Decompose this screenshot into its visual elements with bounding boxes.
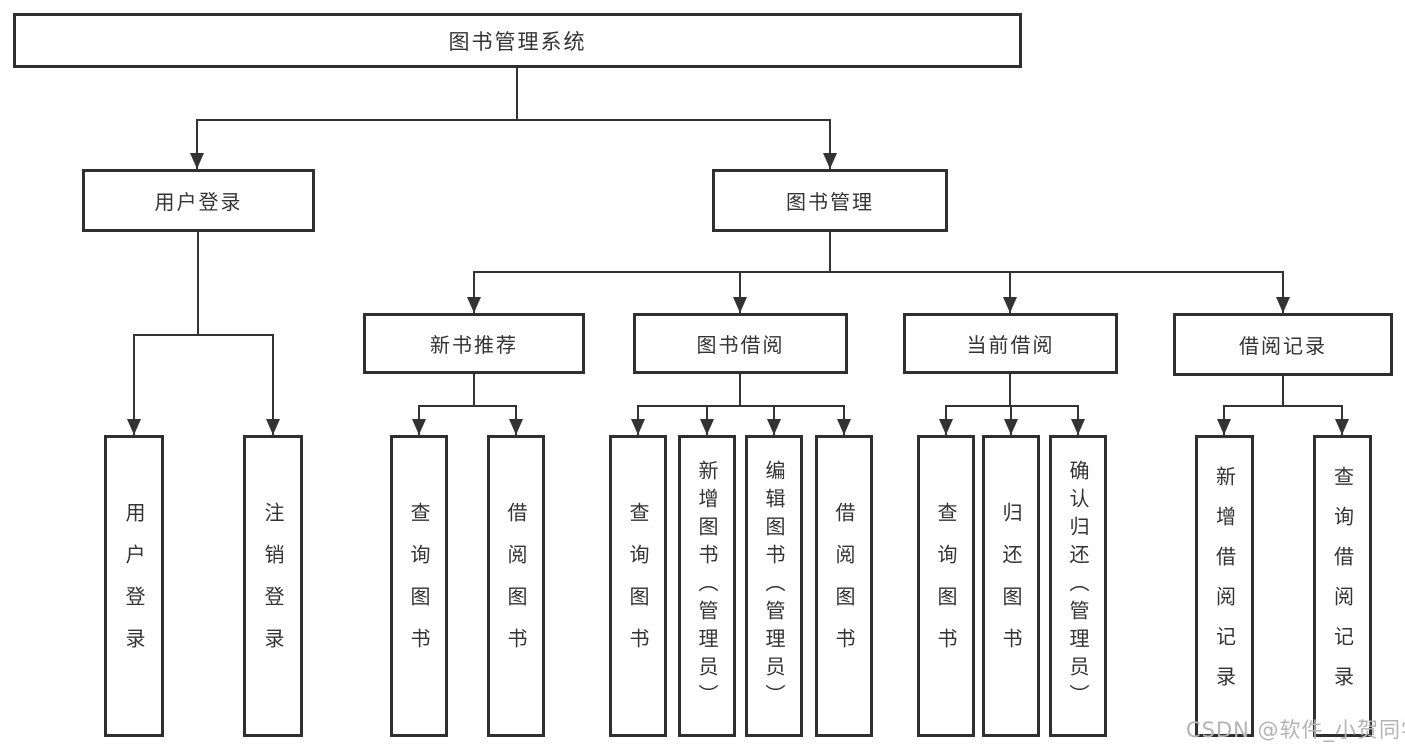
leaf-edit-book-admin-label: 编辑图书（管理员）: [762, 460, 786, 712]
leaf-return-book-label: 归还图书: [999, 502, 1023, 670]
leaf-query-books-current-label: 查询图书: [934, 502, 958, 670]
connector-line: [418, 405, 516, 407]
leaf-add-book-admin-label: 新增图书（管理员）: [695, 460, 719, 712]
connector-line: [133, 334, 273, 336]
leaf-confirm-return-admin-label: 确认归还（管理员）: [1066, 460, 1090, 712]
leaf-query-books-recommend: 查询图书: [390, 435, 448, 737]
leaf-edit-book-admin: 编辑图书（管理员）: [745, 435, 803, 737]
arrow-down-icon: [1335, 419, 1349, 435]
root-node-label: 图书管理系统: [448, 29, 587, 54]
leaf-borrow-books-label: 借阅图书: [832, 502, 856, 670]
connector-line: [1282, 271, 1284, 313]
arrow-down-icon: [1003, 297, 1017, 313]
connector-line: [829, 119, 831, 169]
connector-line: [473, 271, 475, 313]
leaf-user-login: 用户登录: [104, 435, 164, 737]
leaf-add-borrow-record: 新增借阅记录: [1195, 435, 1254, 737]
node-new-book-recommend: 新书推荐: [363, 313, 585, 374]
arrow-down-icon: [1071, 419, 1085, 435]
arrow-down-icon: [631, 419, 645, 435]
arrow-down-icon: [823, 153, 837, 169]
node-book-management: 图书管理: [712, 169, 948, 232]
node-book-management-label: 图书管理: [786, 190, 874, 214]
leaf-borrow-books-recommend-label: 借阅图书: [504, 502, 528, 670]
node-new-book-recommend-label: 新书推荐: [430, 333, 518, 357]
leaf-query-borrow-record: 查询借阅记录: [1313, 435, 1372, 737]
csdn-watermark: CSDN @软件_小贺同学: [1186, 718, 1405, 742]
arrow-down-icon: [509, 419, 523, 435]
node-user-login-label: 用户登录: [154, 190, 243, 214]
arrow-down-icon: [939, 419, 953, 435]
arrow-down-icon: [266, 419, 280, 435]
connector-line: [196, 119, 198, 169]
connector-line: [1009, 271, 1011, 313]
root-node: 图书管理系统: [13, 13, 1022, 68]
connector-line: [197, 232, 199, 335]
leaf-return-book: 归还图书: [982, 435, 1040, 737]
arrow-down-icon: [190, 153, 204, 169]
connector-line: [945, 405, 1079, 407]
leaf-query-borrow-record-label: 查询借阅记录: [1330, 466, 1355, 706]
leaf-query-books-borrow-label: 查询图书: [626, 502, 650, 670]
connector-line: [1009, 374, 1011, 406]
arrow-down-icon: [767, 419, 781, 435]
node-book-borrow: 图书借阅: [633, 313, 848, 374]
node-current-borrow-label: 当前借阅: [966, 333, 1055, 357]
connector-line: [516, 66, 518, 120]
node-current-borrow: 当前借阅: [903, 313, 1118, 374]
connector-line: [739, 271, 741, 313]
node-user-login: 用户登录: [82, 169, 315, 232]
leaf-query-books-borrow: 查询图书: [609, 435, 667, 737]
leaf-query-books-recommend-label: 查询图书: [407, 502, 431, 670]
arrow-down-icon: [1004, 419, 1018, 435]
arrow-down-icon: [733, 297, 747, 313]
connector-line: [739, 374, 741, 406]
connector-line: [1282, 376, 1284, 406]
connector-line: [829, 232, 831, 273]
arrow-down-icon: [412, 419, 426, 435]
node-book-borrow-label: 图书借阅: [696, 333, 785, 357]
leaf-logout: 注销登录: [243, 435, 303, 737]
leaf-confirm-return-admin: 确认归还（管理员）: [1049, 435, 1107, 737]
leaf-borrow-books: 借阅图书: [815, 435, 873, 737]
arrow-down-icon: [1276, 297, 1290, 313]
connector-line: [196, 119, 831, 121]
connector-line: [637, 405, 845, 407]
connector-line: [473, 271, 1283, 273]
arrow-down-icon: [837, 419, 851, 435]
connector-line: [133, 334, 135, 435]
arrow-down-icon: [1217, 419, 1231, 435]
node-borrow-records-label: 借阅记录: [1239, 334, 1327, 358]
leaf-logout-label: 注销登录: [261, 502, 285, 670]
connector-line: [473, 374, 475, 406]
leaf-query-books-current: 查询图书: [917, 435, 975, 737]
arrow-down-icon: [127, 419, 141, 435]
leaf-add-borrow-record-label: 新增借阅记录: [1212, 466, 1237, 706]
leaf-borrow-books-recommend: 借阅图书: [487, 435, 545, 737]
connector-line: [1223, 405, 1343, 407]
leaf-add-book-admin: 新增图书（管理员）: [678, 435, 736, 737]
node-borrow-records: 借阅记录: [1173, 313, 1393, 376]
arrow-down-icon: [700, 419, 714, 435]
connector-line: [272, 334, 274, 435]
leaf-user-login-label: 用户登录: [122, 502, 146, 670]
arrow-down-icon: [467, 297, 481, 313]
